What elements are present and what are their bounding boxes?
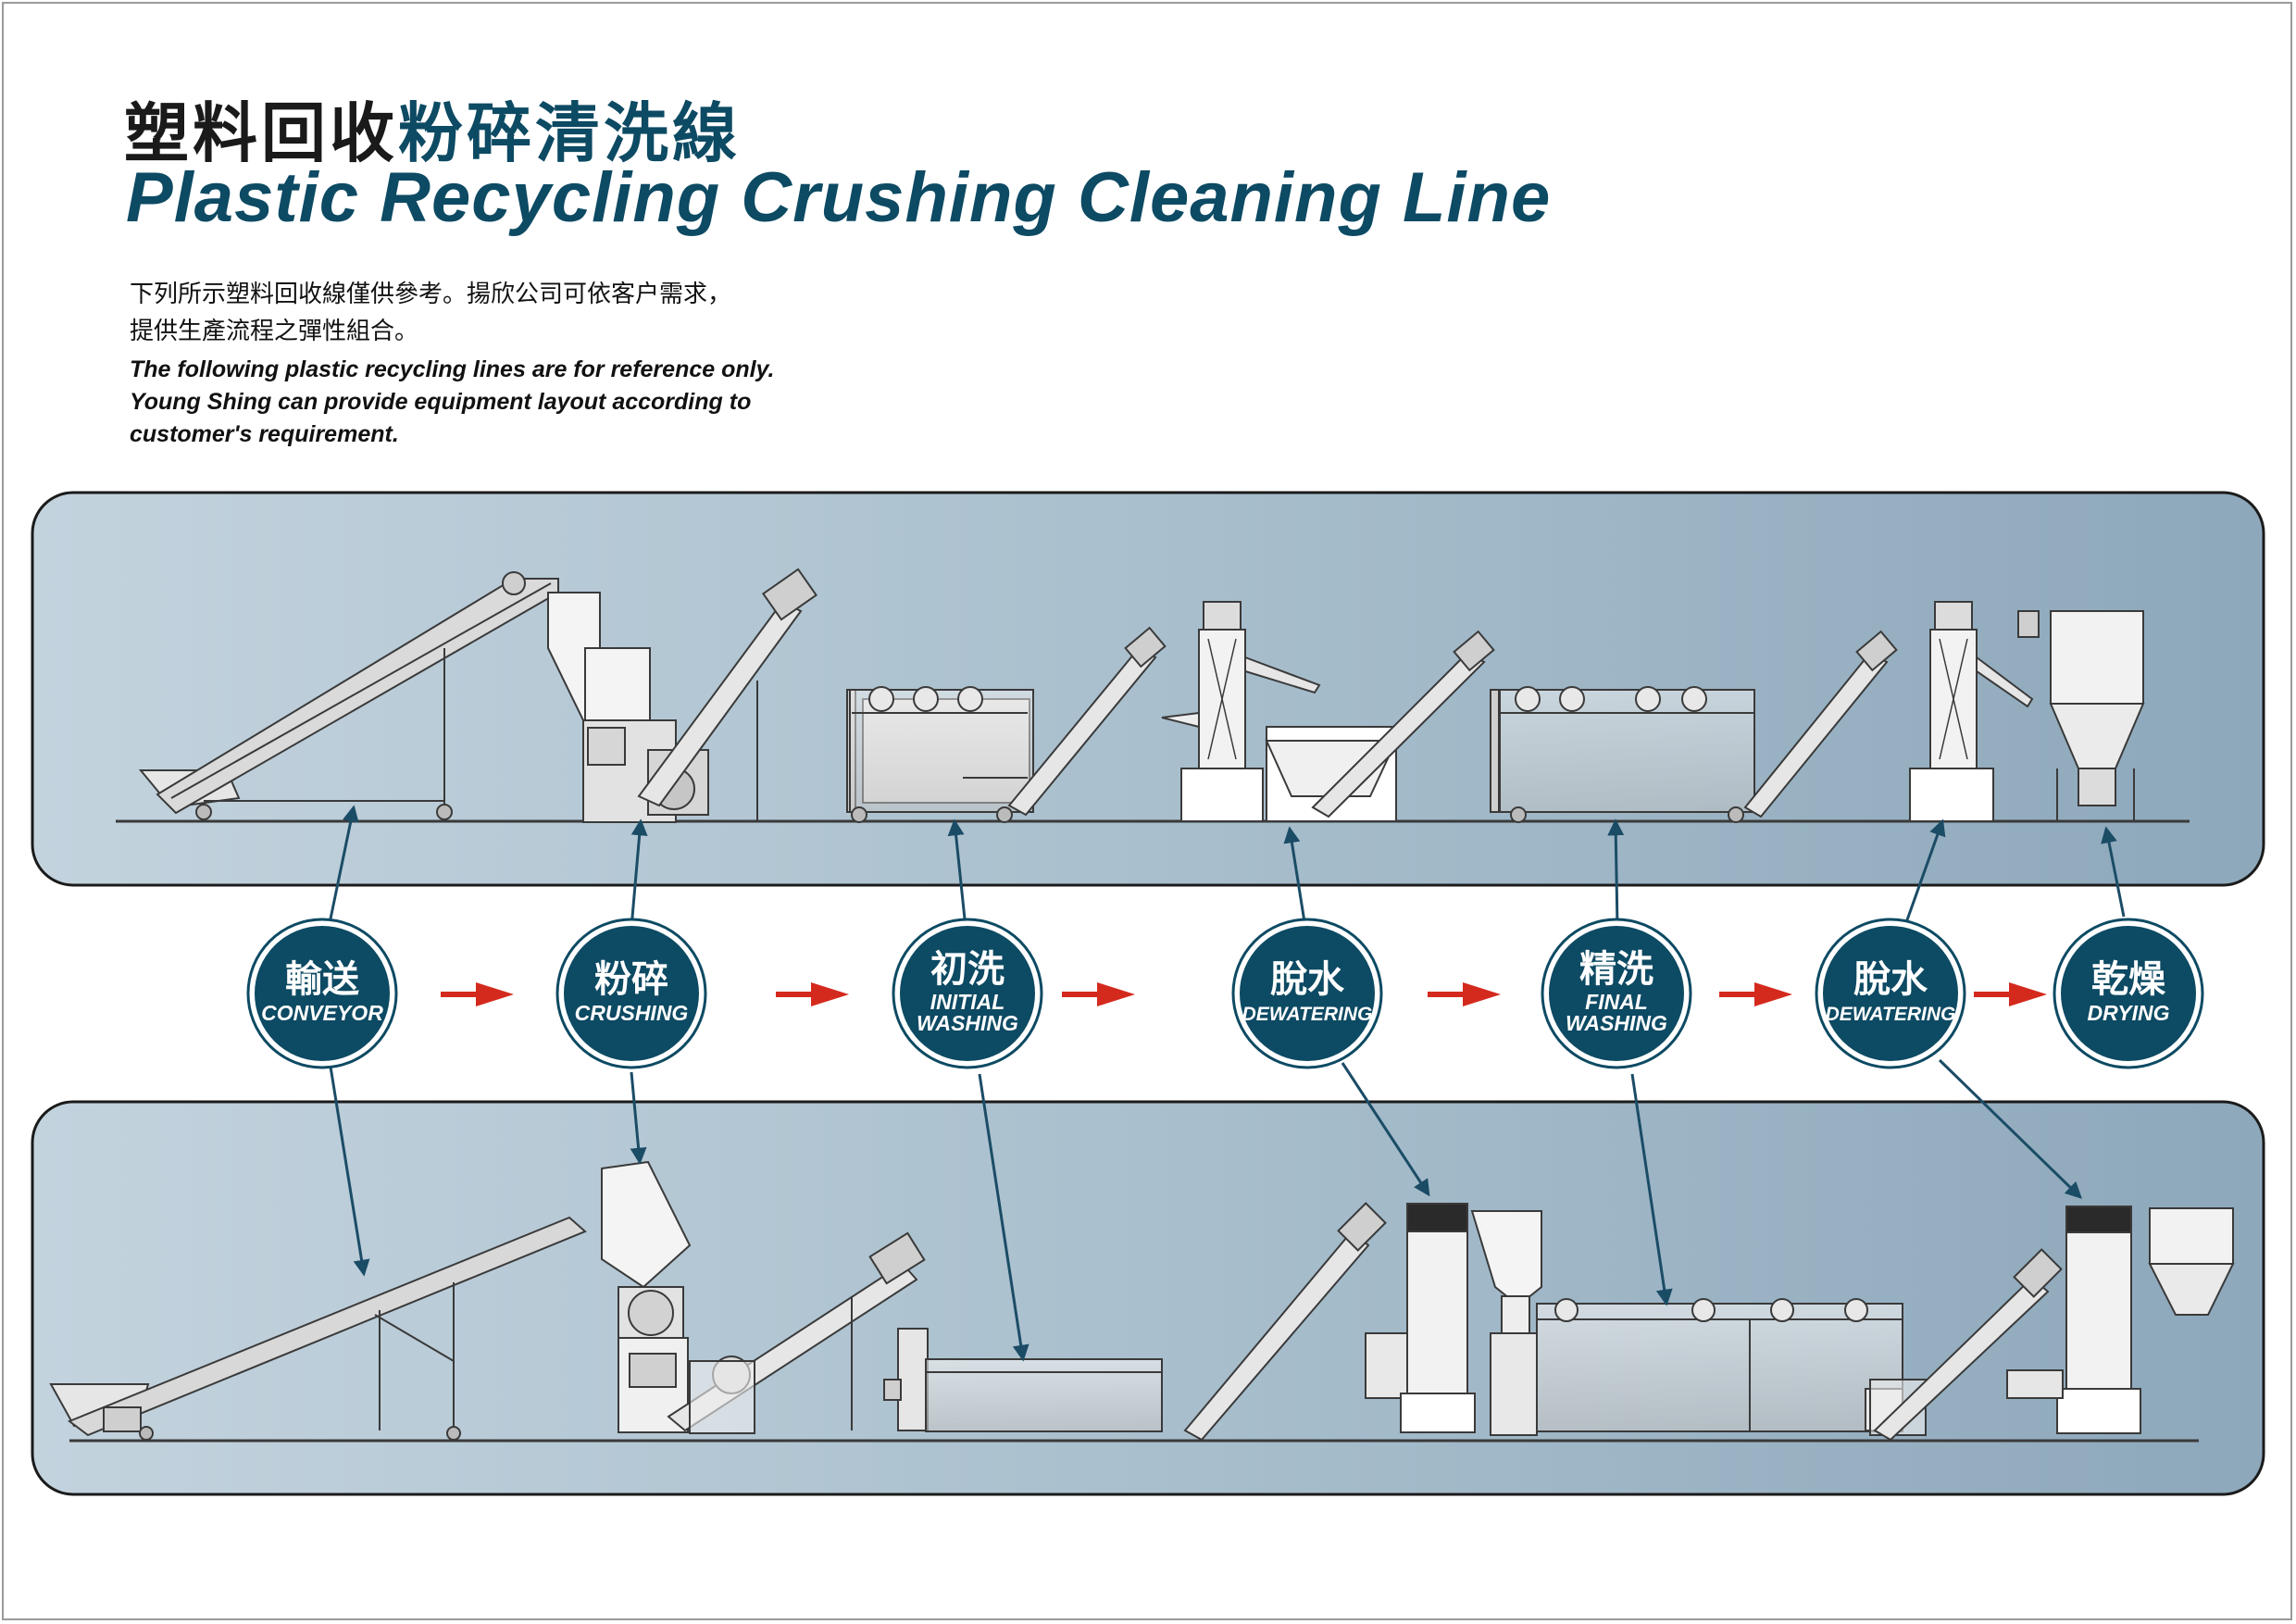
upper-pointer-lines <box>327 805 2126 929</box>
pointer-conveyor-lower <box>329 1066 370 1277</box>
step-label-zh: 乾燥 <box>2091 957 2166 1001</box>
process-step-dewatering-2: 脫水 DEWATERING <box>1815 918 1966 1069</box>
title-chinese-part2: 粉碎清洗線 <box>398 94 741 171</box>
lower-cyclone-dryer <box>2148 1207 2235 1316</box>
description-english: The following plastic recycling lines ar… <box>130 354 775 451</box>
upper-dryer <box>2017 610 2145 821</box>
upper-line-machinery <box>116 568 2190 823</box>
pointer-dewatering2-lower <box>1938 1058 2082 1199</box>
lower-crusher <box>601 1160 692 1433</box>
step-label-en: INITIAL <box>930 990 1005 1014</box>
process-step-drying: 乾燥 DRYING <box>2053 918 2204 1069</box>
pointer-dewatering1-lower <box>1341 1062 1430 1197</box>
title-chinese-part1: 塑料回收 <box>124 94 398 171</box>
flow-arrow-1 <box>441 982 514 1006</box>
pointer-crushing-lower <box>630 1071 647 1165</box>
step-label-en: DEWATERING <box>1826 1004 1956 1025</box>
step-label-zh: 精洗 <box>1579 947 1653 991</box>
upper-screw-loader-2 <box>1007 626 1167 817</box>
pointer-initial-washing-upper <box>947 818 967 929</box>
lower-screw-loader-1 <box>667 1231 926 1434</box>
upper-screw-loader-1 <box>637 568 817 821</box>
description-chinese-line: 下列所示塑料回收線僅供參考。揚欣公司可依客户需求， <box>130 281 732 308</box>
description-chinese: 下列所示塑料回收線僅供參考。揚欣公司可依客户需求， 提供生產流程之彈性組合。 <box>130 276 731 350</box>
step-label-en: WASHING <box>1566 1011 1667 1035</box>
step-label-zh: 輸送 <box>285 957 359 1001</box>
lower-screw-loader-3 <box>1873 1248 2063 1442</box>
flow-arrow-6 <box>1974 982 2047 1006</box>
upper-screw-loader-3 <box>1311 630 1495 818</box>
flow-arrow-3 <box>1062 982 1135 1006</box>
description-english-line: Young Shing can provide equipment layout… <box>130 389 752 415</box>
pointer-conveyor-upper <box>327 805 359 929</box>
title-chinese: 塑料回收粉碎清洗線 <box>124 81 741 175</box>
upper-belt-conveyor <box>138 571 559 820</box>
step-label-en: WASHING <box>917 1011 1018 1035</box>
pointer-dewatering2-upper <box>1903 818 1946 929</box>
process-step-crushing: 粉碎 CRUSHING <box>555 918 707 1069</box>
upper-screw-loader-4 <box>1743 630 1898 818</box>
lower-initial-washing-tank <box>883 1328 1163 1432</box>
pointer-final-washing-lower <box>1630 1073 1673 1306</box>
upper-final-washing-tank <box>1490 686 1755 823</box>
title-english: Plastic Recycling Crushing Cleaning Line <box>126 158 1552 237</box>
pointer-final-washing-upper <box>1607 818 1625 929</box>
flow-arrow-5 <box>1719 982 1792 1006</box>
step-label-en: DRYING <box>2087 1001 2169 1025</box>
process-step-conveyor: 輸送 CONVEYOR <box>246 918 398 1069</box>
step-label-en: FINAL <box>1585 990 1648 1014</box>
pointer-crushing-upper <box>630 818 648 929</box>
description-chinese-line: 提供生產流程之彈性組合。 <box>130 318 419 345</box>
lower-dewatering-machine-1 <box>1365 1203 1542 1436</box>
description-english-line: The following plastic recycling lines ar… <box>130 356 775 382</box>
flow-arrow-2 <box>776 982 849 1006</box>
lower-final-washing-tank <box>1536 1298 1927 1436</box>
step-label-en: CONVEYOR <box>261 1001 383 1025</box>
lower-dewatering-machine-2 <box>2006 1206 2141 1434</box>
upper-dewatering-machine-1 <box>1161 601 1321 822</box>
process-step-final-washing: 精洗 FINAL WASHING <box>1541 918 1692 1069</box>
lower-screw-loader-2 <box>1183 1202 1387 1442</box>
upper-dewatering-machine-2 <box>1909 601 2034 822</box>
flow-arrow-4 <box>1428 982 1501 1006</box>
step-label-zh: 脫水 <box>1270 957 1345 1001</box>
lower-belt-conveyor <box>49 1216 587 1441</box>
upper-initial-washing-tank <box>846 686 1034 823</box>
pointer-drying-upper <box>2101 826 2126 918</box>
step-label-zh: 初洗 <box>930 947 1004 991</box>
step-label-zh: 脫水 <box>1853 957 1928 1001</box>
step-label-en: DEWATERING <box>1242 1004 1373 1025</box>
process-step-initial-washing: 初洗 INITIAL WASHING <box>892 918 1043 1069</box>
flow-arrows <box>441 982 2047 1006</box>
step-label-zh: 粉碎 <box>594 957 668 1001</box>
lower-layout-panel <box>31 1100 2265 1496</box>
lower-line-machinery <box>49 1160 2235 1443</box>
pointer-initial-washing-lower <box>978 1073 1029 1362</box>
step-label-en: CRUSHING <box>575 1001 689 1025</box>
lower-pointer-lines <box>329 1058 2082 1362</box>
description-english-line: customer's requirement. <box>130 421 399 447</box>
process-step-dewatering-1: 脫水 DEWATERING <box>1231 918 1383 1069</box>
pointer-dewatering1-upper <box>1283 826 1307 929</box>
